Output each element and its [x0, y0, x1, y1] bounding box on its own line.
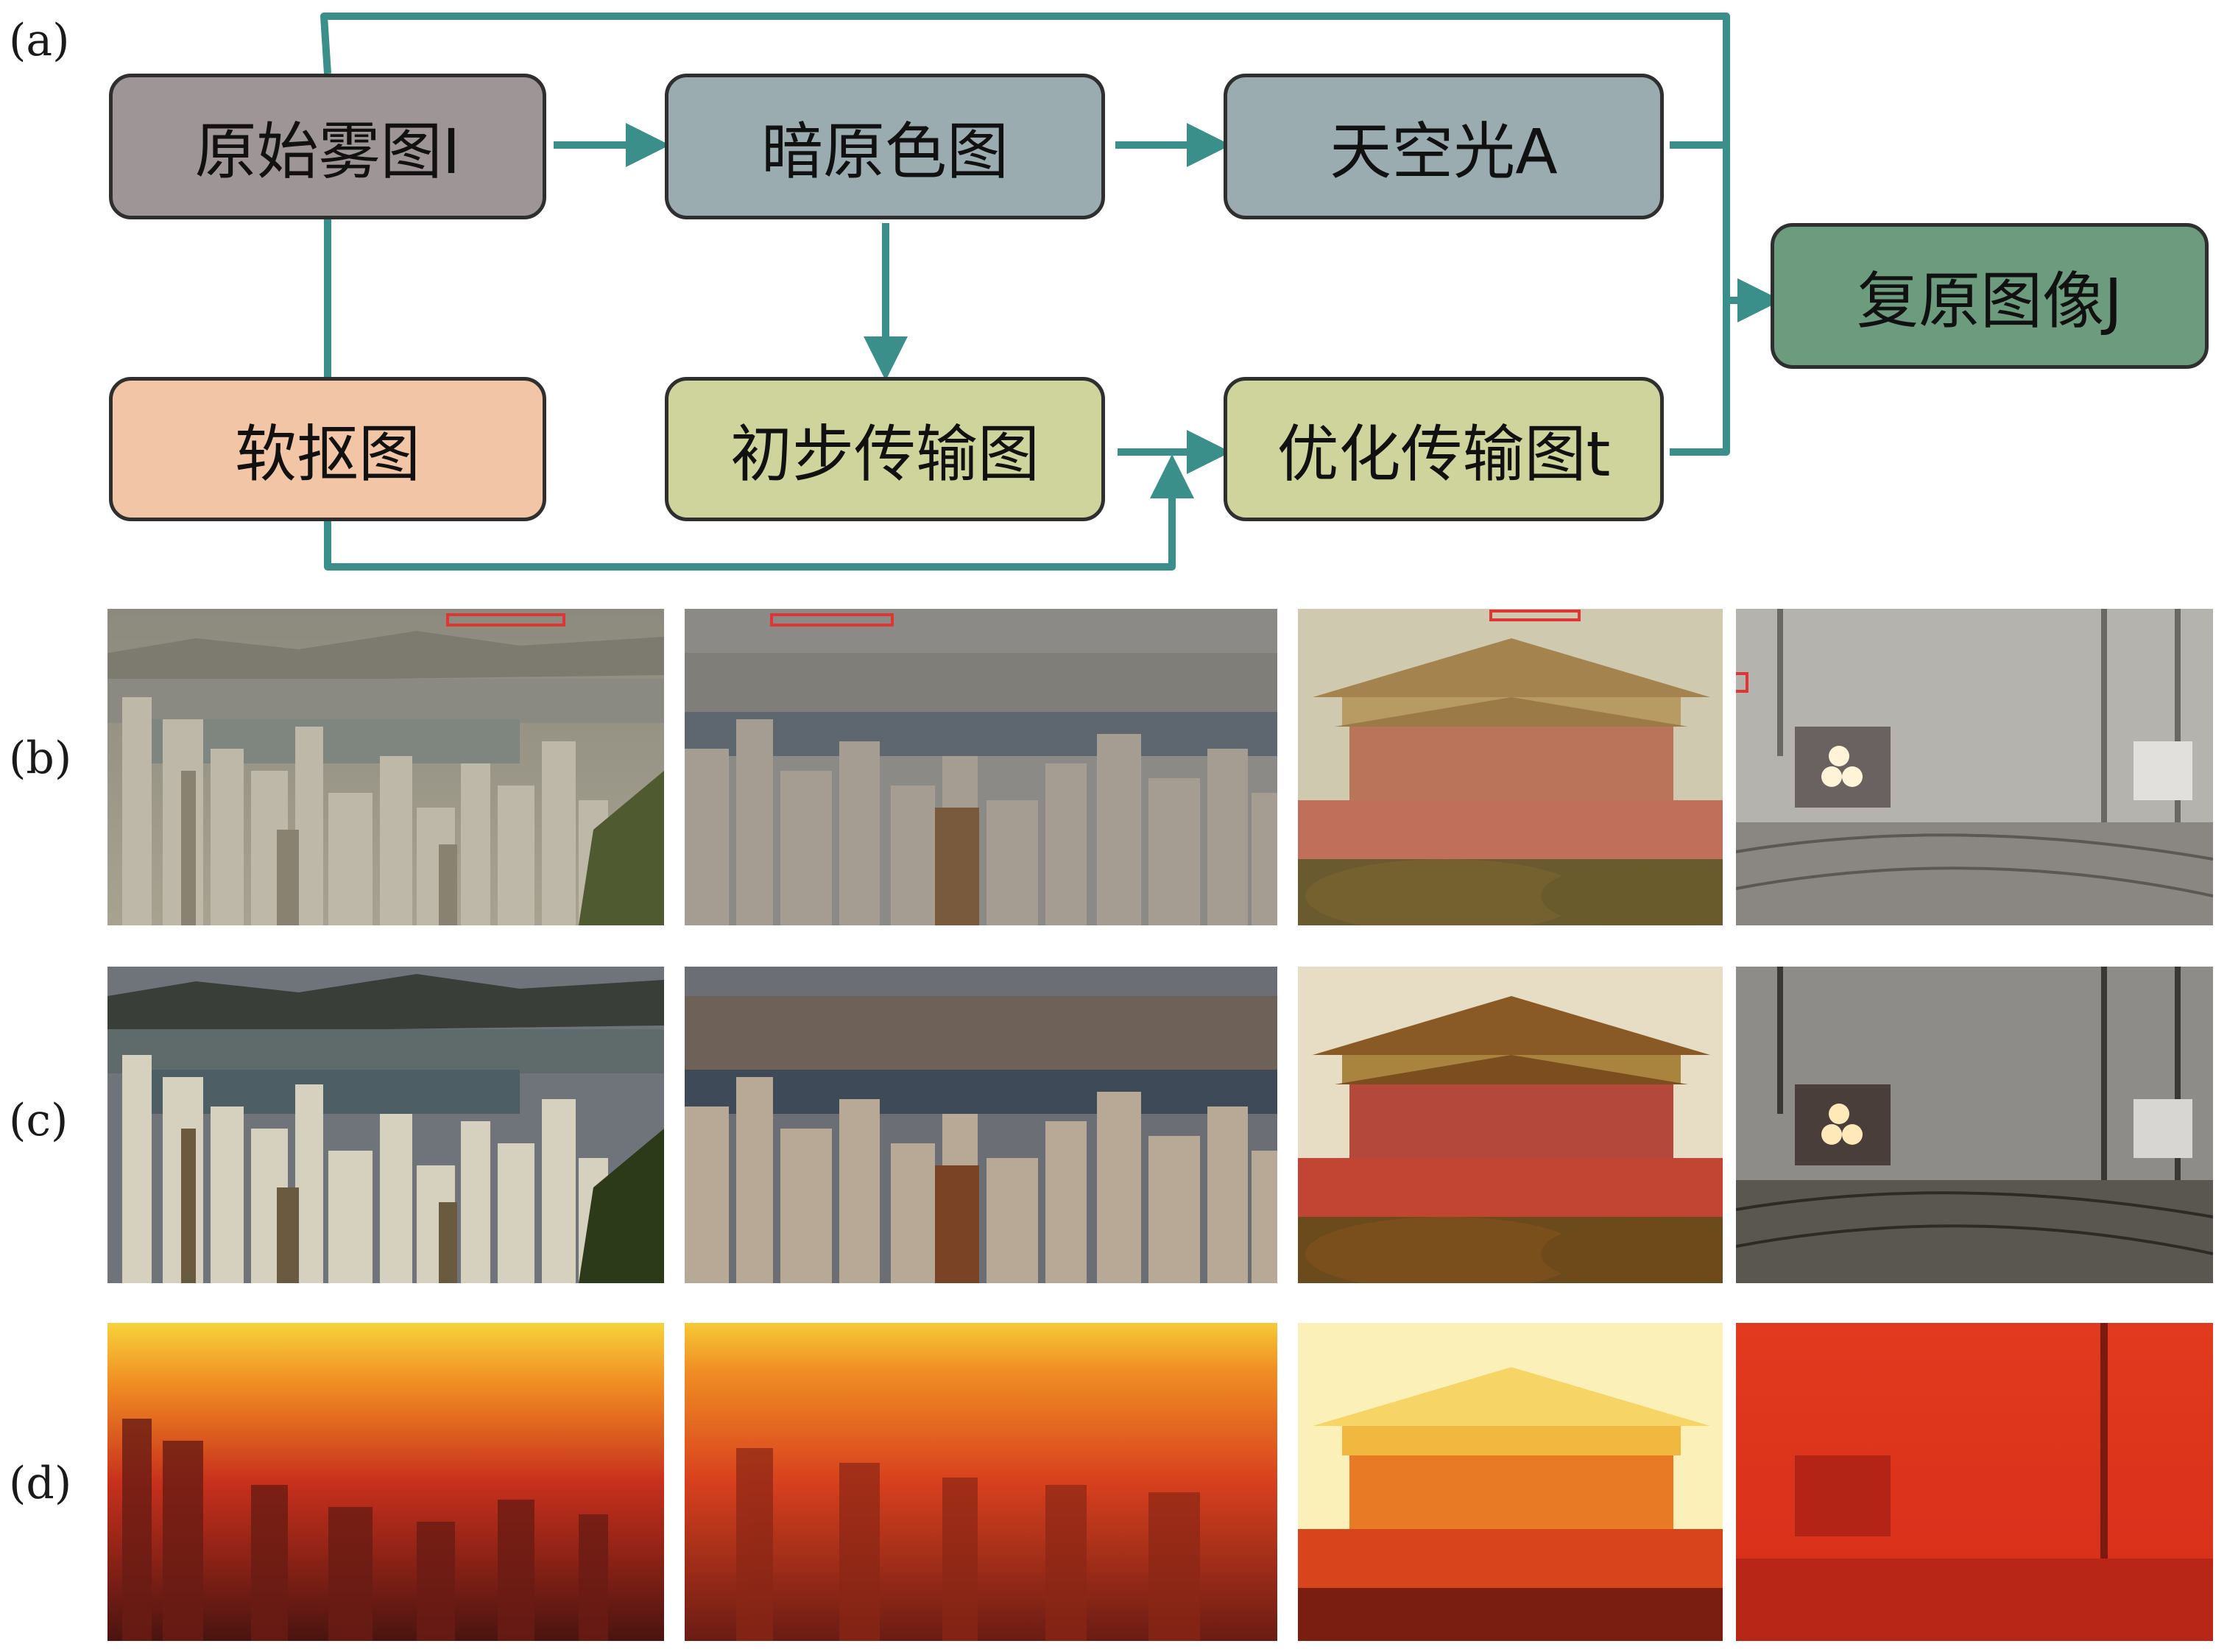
panel-b-tiananmen-gate	[1298, 609, 1723, 925]
node-initial-transmission-label: 初步传输图	[730, 417, 1040, 490]
node-hazy-image-label: 原始雾图I	[194, 115, 461, 188]
label-a: (a)	[9, 15, 70, 66]
panel-d-tiananmen-gate	[1298, 1323, 1723, 1641]
label-b: (b)	[9, 733, 72, 784]
edge-hazy-to-restored	[320, 13, 1730, 300]
panel-d-hong-kong-skyline	[107, 1323, 664, 1641]
node-initial-transmission: 初步传输图	[665, 377, 1105, 521]
node-soft-matting: 软抠图	[109, 377, 546, 521]
node-restored-image: 复原图像J	[1771, 223, 2209, 369]
marker-b2	[770, 613, 894, 626]
panel-d-train-in-fog	[1736, 1323, 2213, 1641]
node-dark-channel: 暗原色图	[665, 74, 1105, 219]
panel-c-tiananmen-gate	[1298, 967, 1723, 1283]
node-dark-channel-label: 暗原色图	[760, 115, 1009, 188]
node-optimized-transmission: 优化传输图t	[1224, 377, 1664, 521]
edge-optimized-transmission-to-join	[1670, 300, 1730, 456]
panel-b-train-in-fog	[1736, 609, 2213, 925]
marker-b3	[1489, 610, 1581, 621]
panel-c-new-york-aerial	[685, 967, 1277, 1283]
panel-b-hong-kong-skyline	[107, 609, 664, 925]
label-c: (c)	[9, 1095, 68, 1146]
panel-d-new-york-aerial	[685, 1323, 1277, 1641]
panel-c-hong-kong-skyline	[107, 967, 664, 1283]
marker-b1	[446, 613, 565, 626]
edge-soft-matting-to-optimized-transmission	[324, 454, 1194, 571]
label-d: (d)	[9, 1458, 72, 1509]
node-sky-light: 天空光A	[1224, 74, 1664, 219]
marker-b4	[1736, 672, 1748, 693]
node-soft-matting-label: 软抠图	[234, 417, 420, 490]
node-optimized-transmission-label: 优化传输图t	[1277, 417, 1611, 490]
flow-connectors	[320, 13, 1782, 571]
panel-c-train-in-fog	[1736, 967, 2213, 1283]
node-hazy-image: 原始雾图I	[109, 74, 546, 219]
node-sky-light-label: 天空光A	[1330, 115, 1558, 188]
node-restored-image-label: 复原图像J	[1857, 264, 2122, 337]
panel-b-new-york-aerial	[685, 609, 1277, 925]
